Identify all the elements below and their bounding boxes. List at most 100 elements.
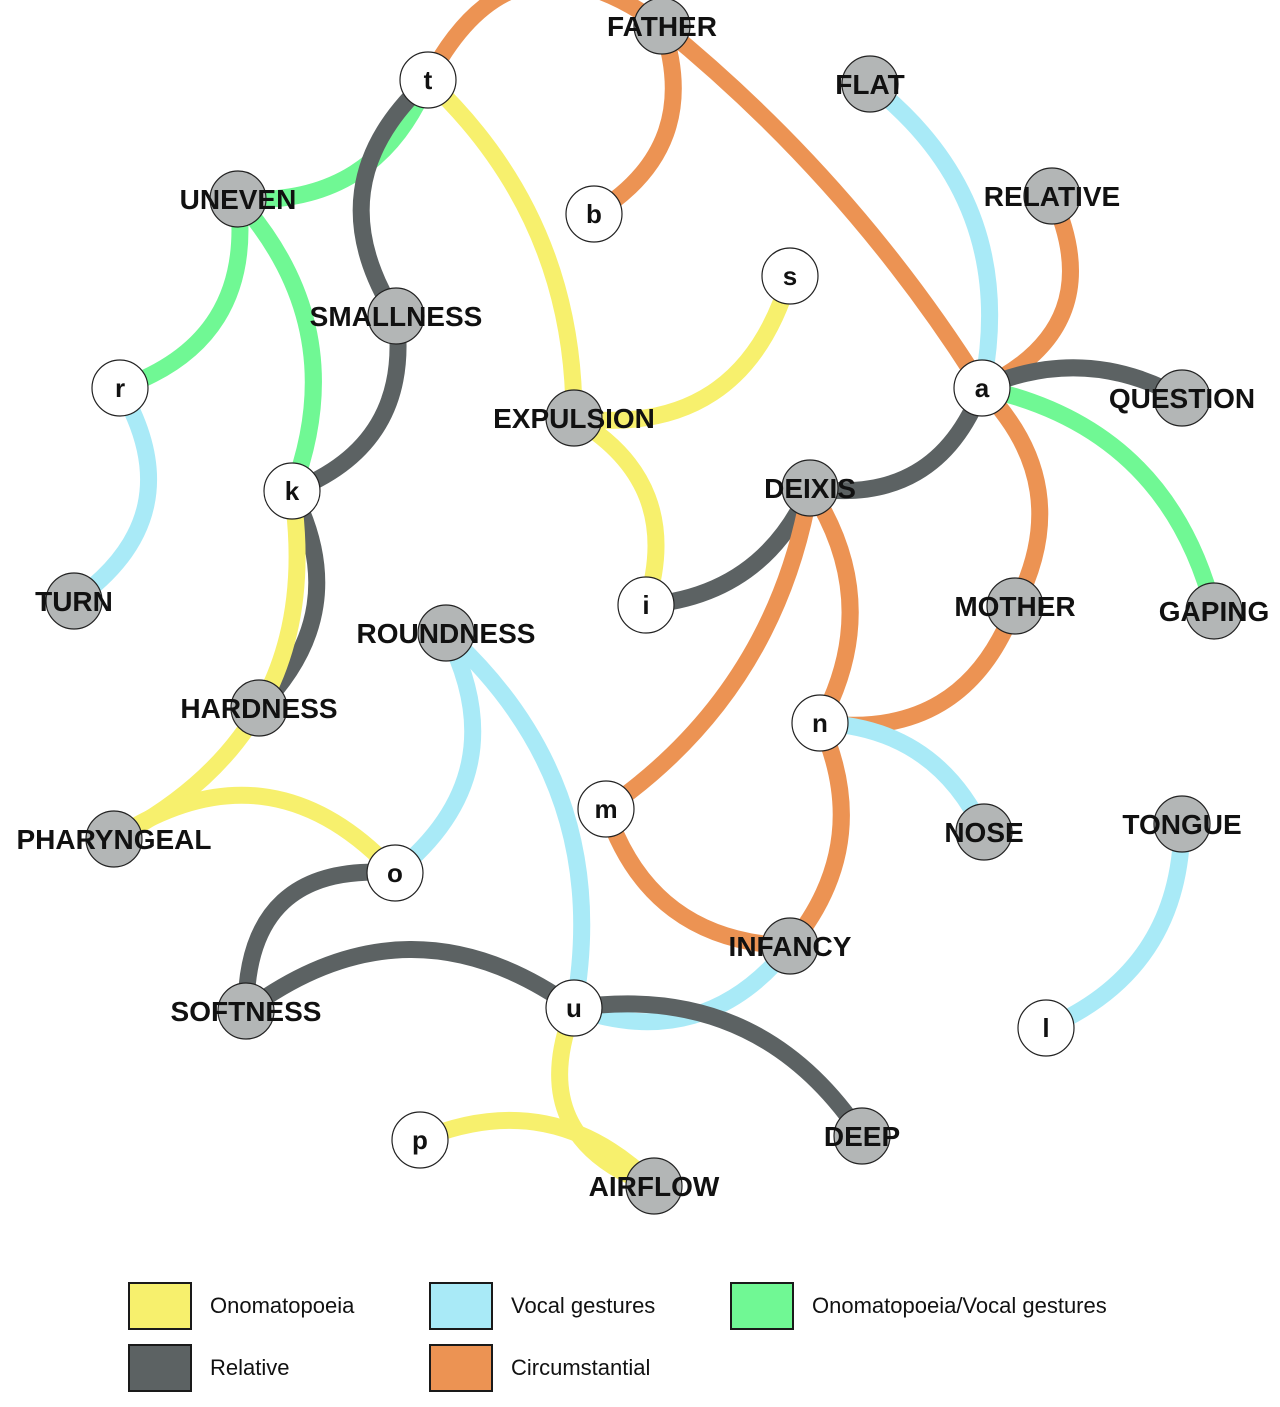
- edge-SMALLNESS-k: [288, 314, 407, 499]
- node-label-expulsion: EXPULSION: [493, 403, 655, 434]
- node-pharyngeal: PHARYNGEAL: [17, 810, 211, 868]
- node-label-nose: NOSE: [944, 817, 1023, 848]
- node-circle-uneven: [209, 170, 267, 228]
- node-circle-airflow: [625, 1157, 683, 1215]
- node-hardness: HARDNESS: [180, 679, 338, 737]
- legend: Onomatopoeia Vocal gestures Onomatopoeia…: [0, 1270, 1280, 1407]
- node-circle-softness: [217, 982, 275, 1040]
- node-t: t: [399, 51, 457, 109]
- node-circle-relative: [1023, 167, 1081, 225]
- node-label-m: m: [594, 794, 617, 824]
- legend-swatch-circumstantial: [429, 1344, 493, 1392]
- node-circle-infancy: [761, 917, 819, 975]
- node-airflow: AIRFLOW: [589, 1157, 720, 1215]
- legend-label-onomatopoeia: Onomatopoeia: [210, 1293, 355, 1318]
- node-s: s: [761, 247, 819, 305]
- node-circle-deep: [833, 1107, 891, 1165]
- node-label-o: o: [387, 858, 403, 888]
- node-turn: TURN: [35, 572, 113, 630]
- node-deep: DEEP: [824, 1107, 900, 1165]
- node-circle-mother: [986, 577, 1044, 635]
- edge-PHARYNGEAL-o: [109, 786, 402, 879]
- node-label-turn: TURN: [35, 586, 113, 617]
- node-circle-k: [263, 462, 321, 520]
- node-label-airflow: AIRFLOW: [589, 1171, 720, 1202]
- node-i: i: [617, 576, 675, 634]
- node-flat: FLAT: [835, 55, 905, 113]
- node-circle-pharyngeal: [85, 810, 143, 868]
- node-label-r: r: [115, 373, 125, 403]
- node-circle-turn: [45, 572, 103, 630]
- edge-EXPULSION-i: [569, 410, 665, 608]
- node-label-flat: FLAT: [835, 69, 904, 100]
- node-label-father: FATHER: [607, 11, 717, 42]
- legend-swatch-onomatopoeia: [128, 1282, 192, 1330]
- node-gaping: GAPING: [1159, 582, 1269, 640]
- legend-label-relative: Relative: [210, 1355, 290, 1380]
- node-label-p: p: [412, 1125, 428, 1155]
- node-label-i: i: [642, 590, 649, 620]
- node-circle-gaping: [1185, 582, 1243, 640]
- node-label-softness: SOFTNESS: [171, 996, 322, 1027]
- node-label-t: t: [424, 65, 433, 95]
- edge-t-EXPULSION: [422, 73, 583, 419]
- node-circle-deixis: [781, 459, 839, 517]
- edge-t-SMALLNESS: [352, 73, 434, 321]
- node-o: o: [366, 844, 424, 902]
- node-roundness: ROUNDNESS: [357, 604, 535, 662]
- edge-o-SOFTNESS: [237, 863, 396, 1012]
- node-label-tongue: TONGUE: [1122, 809, 1241, 840]
- legend-swatch-onomatopoeia-vocal-gestures: [730, 1282, 794, 1330]
- legend-label-vocal-gestures: Vocal gestures: [511, 1293, 656, 1318]
- node-label-hardness: HARDNESS: [180, 693, 337, 724]
- edge-ROUNDNESS-u: [440, 626, 591, 1010]
- node-question: QUESTION: [1109, 369, 1255, 427]
- node-circle-nose: [955, 803, 1013, 861]
- node-circle-r: [91, 359, 149, 417]
- node-circle-p: [391, 1111, 449, 1169]
- edge-k-PHARYNGEAL: [110, 489, 306, 847]
- node-label-deixis: DEIXIS: [764, 473, 856, 504]
- edge-UNEVEN-k: [231, 193, 322, 495]
- node-label-question: QUESTION: [1109, 383, 1255, 414]
- node-a: a: [953, 359, 1011, 417]
- node-label-infancy: INFANCY: [729, 931, 852, 962]
- node-label-relative: RELATIVE: [984, 181, 1120, 212]
- node-circle-smallness: [367, 287, 425, 345]
- node-circle-hardness: [230, 679, 288, 737]
- node-circle-b: [565, 185, 623, 243]
- edge-t-FATHER: [420, 0, 668, 84]
- edge-b-FATHER: [589, 23, 682, 222]
- edge-n-INFANCY: [783, 719, 850, 952]
- edge-a-GAPING: [980, 379, 1223, 614]
- edge-s-EXPULSION: [572, 273, 799, 429]
- legend-item-relative: Relative: [128, 1344, 289, 1392]
- legend-swatch-relative: [128, 1344, 192, 1392]
- edge-DEIXIS-n: [802, 483, 859, 728]
- node-circle-o: [366, 844, 424, 902]
- edge-FLAT-a: [864, 77, 999, 390]
- node-label-n: n: [812, 708, 828, 738]
- legend-item-circumstantial: Circumstantial: [429, 1344, 650, 1392]
- edge-FATHER-a: [656, 19, 990, 393]
- node-deixis: DEIXIS: [764, 459, 856, 517]
- node-k: k: [263, 462, 321, 520]
- edge-a-DEIXIS: [808, 384, 990, 500]
- legend-swatch-vocal-gestures: [429, 1282, 493, 1330]
- legend-item-onomatopoeia-vocal-gestures: Onomatopoeia/Vocal gestures: [730, 1282, 1107, 1330]
- node-r: r: [91, 359, 149, 417]
- node-circle-m: [577, 780, 635, 838]
- node-m: m: [577, 780, 635, 838]
- legend-item-onomatopoeia: Onomatopoeia: [128, 1282, 354, 1330]
- node-tongue: TONGUE: [1122, 795, 1242, 853]
- node-u: u: [545, 979, 603, 1037]
- node-l: l: [1017, 999, 1075, 1057]
- node-softness: SOFTNESS: [171, 982, 322, 1040]
- node-label-deep: DEEP: [824, 1121, 900, 1152]
- node-uneven: UNEVEN: [180, 170, 296, 228]
- node-father: FATHER: [607, 0, 717, 55]
- edge-SOFTNESS-u: [240, 941, 579, 1018]
- node-circle-tongue: [1153, 795, 1211, 853]
- node-label-smallness: SMALLNESS: [310, 301, 483, 332]
